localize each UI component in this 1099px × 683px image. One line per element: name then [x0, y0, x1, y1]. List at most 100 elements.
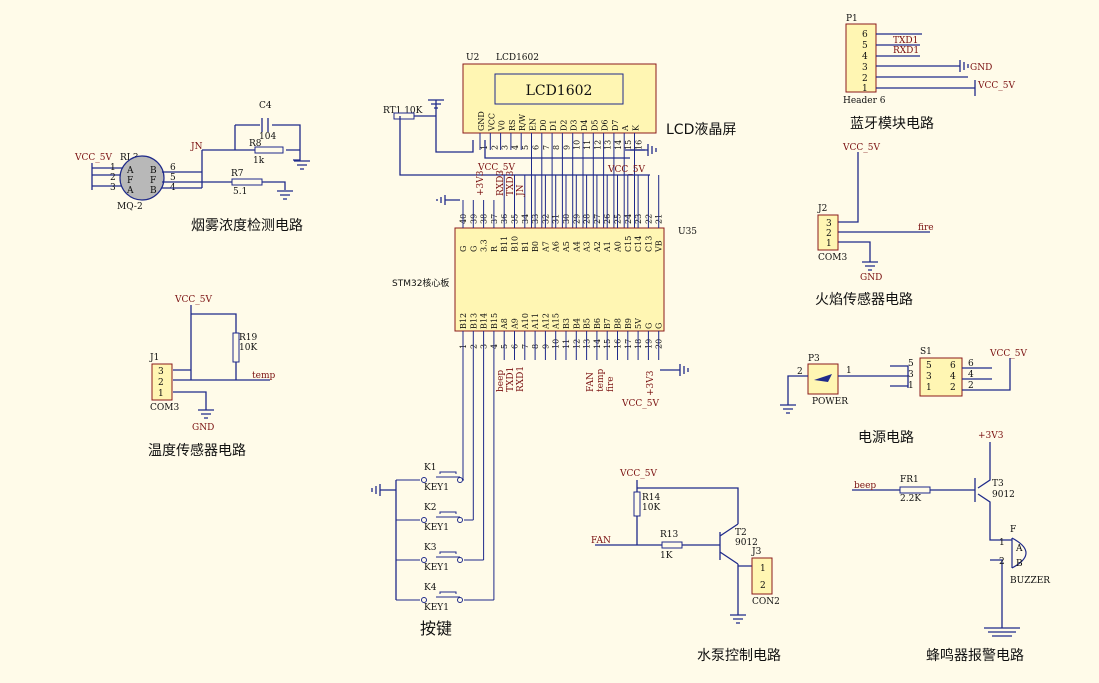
smoke-pin-2: 2 — [110, 173, 116, 183]
stm32-bottom-pin-label: A12 — [541, 313, 550, 330]
resistor-r14 — [633, 491, 641, 517]
p1-designator: P1 — [846, 14, 858, 24]
smoke-left-wires — [91, 163, 123, 190]
stm32-bottom-pin-label: A15 — [552, 313, 561, 330]
stm32-bottom-pin-label: A10 — [521, 313, 530, 330]
stm32-top-pin-label: B1 — [521, 241, 530, 252]
c4-value: 104 — [259, 132, 276, 142]
bluetooth-circuit: P1 6 5 4 3 2 1 TXD1 RXD1 GND VCC_5V Head… — [843, 14, 1015, 132]
p3-pin-2: 2 — [797, 367, 803, 377]
s1-designator: S1 — [920, 347, 932, 357]
smoke-title: 烟雾浓度检测电路 — [191, 218, 303, 234]
stm32-top-pin-label: 3.3 — [480, 239, 489, 252]
stm32-vcc-label: VCC_5V — [621, 399, 659, 409]
t3-part: 9012 — [992, 490, 1015, 500]
s1-inner-6: 6 — [950, 361, 956, 371]
stm32-top-pin-label: A3 — [583, 241, 592, 253]
temp-vcc: VCC_5V — [174, 295, 212, 305]
smoke-letter-a1: A — [126, 166, 134, 176]
smoke-net-jn: JN — [190, 142, 203, 152]
stm32-bottom-pin-label: G — [655, 323, 664, 329]
p3-pin-1: 1 — [846, 366, 852, 376]
temp-net: temp — [252, 371, 275, 381]
lcd-pin-number: 10 — [573, 140, 582, 150]
lcd-pin-label: D4 — [580, 119, 589, 131]
smoke-pin-6: 6 — [170, 163, 176, 173]
temp-ground-icon — [198, 409, 214, 419]
net-txd1: TXD1 — [506, 367, 516, 392]
key-part: KEY1 — [424, 483, 449, 493]
stm32-designator: U35 — [678, 227, 697, 237]
buzzer-icon — [1011, 537, 1027, 569]
stm32-bottom-pin-label: B3 — [562, 318, 571, 329]
p1-pin-4: 4 — [862, 52, 868, 62]
stm32-top-pin-label: C13 — [644, 236, 653, 252]
fire-ground-icon — [862, 261, 878, 271]
rt1-wires — [399, 100, 650, 176]
smoke-right-wires — [162, 150, 203, 189]
stm32-bottom-pin-label: B13 — [469, 313, 478, 329]
r8-value: 1k — [253, 156, 265, 166]
lcd-pin-number: 8 — [552, 145, 561, 150]
keys-title: 按键 — [420, 619, 452, 638]
stm32-top-pin-label: G — [459, 246, 468, 252]
stm32-ground-icon — [436, 195, 460, 205]
net-fan: FAN — [586, 372, 596, 392]
stm32-bottom-pin-label: B14 — [480, 313, 489, 329]
bluetooth-wires — [876, 33, 975, 89]
r14-designator: R14 — [642, 493, 661, 503]
stm32-top-pin-label: G — [469, 246, 478, 252]
s1-left-5: 5 — [908, 359, 914, 369]
stm32-bottom-pin-label: B4 — [572, 318, 581, 329]
temp-wires — [173, 305, 270, 410]
buzzer-designator: F — [1010, 525, 1016, 535]
lcd-pin-label: EN — [529, 118, 538, 131]
r7-value: 5.1 — [233, 187, 247, 197]
fire-title: 火焰传感器电路 — [815, 291, 913, 308]
s1-left-3: 3 — [908, 370, 914, 380]
stm32-top-pin-label: C14 — [634, 236, 643, 252]
smoke-feedback-wires — [202, 124, 310, 170]
buzzer-ground-icon — [984, 627, 1020, 637]
stm32-top-pin-label: B11 — [500, 236, 509, 252]
key-designator: K2 — [424, 503, 436, 513]
s1-inner-5: 5 — [926, 361, 932, 371]
smoke-r7-wires — [202, 181, 293, 200]
p3-designator: P3 — [808, 354, 820, 364]
key-contact — [421, 517, 427, 523]
key-designator: K4 — [424, 583, 437, 593]
lcd-part-name: LCD1602 — [496, 53, 539, 63]
smoke-letter-a2: A — [126, 186, 134, 196]
j1-pin-1: 1 — [158, 389, 164, 399]
bt-rxd: RXD1 — [893, 46, 919, 56]
pump-vcc: VCC_5V — [619, 469, 657, 479]
header-p1 — [845, 23, 877, 93]
lcd-pin-label: V0 — [498, 120, 507, 132]
lcd-pin-label: D7 — [611, 119, 620, 131]
lcd-pin-number: 12 — [593, 140, 602, 150]
lcd-pin-label: RS — [508, 119, 517, 131]
stm32-top-pin-label: VB — [655, 240, 664, 253]
capacitor-c4 — [261, 118, 269, 132]
stm32-bottom-pin-label: B6 — [593, 318, 602, 329]
key-part: KEY1 — [424, 563, 449, 573]
stm32-top-pin-label: B0 — [531, 241, 540, 252]
t2-designator: T2 — [735, 528, 747, 538]
stm32-bottom-net-labels: beep TXD1 RXD1 FAN temp fire +3V3 — [496, 366, 656, 396]
j1-designator: J1 — [149, 353, 159, 363]
buzzer-pin-1: 1 — [999, 538, 1005, 548]
buzzer-part: BUZZER — [1010, 576, 1050, 586]
lcd-vcc-label-2: VCC_5V — [607, 165, 645, 175]
smoke-letter-b2: B — [150, 186, 157, 196]
lcd-pin-label: D2 — [559, 119, 568, 131]
stm32-bottom-wires — [462, 331, 660, 600]
r7-designator: R7 — [231, 169, 244, 179]
stm32-bottom-pin-label: A11 — [531, 313, 540, 330]
net-beep: beep — [496, 370, 506, 392]
lcd-pin-number: 2 — [490, 145, 499, 150]
stm32-top-pin-label: A1 — [603, 241, 612, 253]
